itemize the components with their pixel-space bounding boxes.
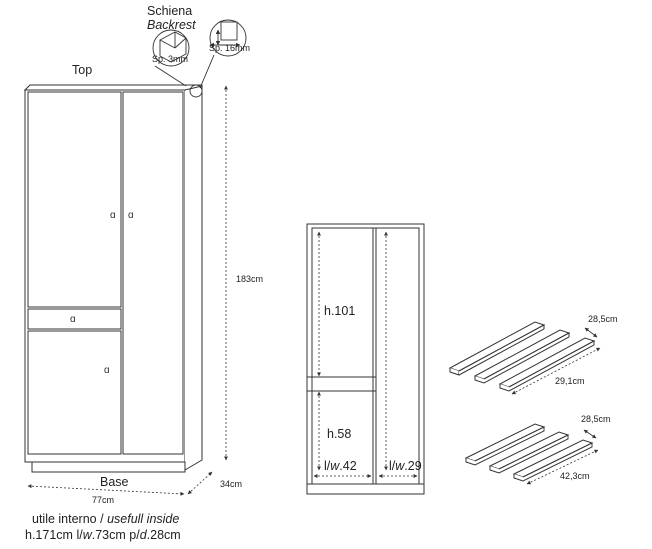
wardrobe-front-view: ɑ ɑ ɑ ɑ: [23, 84, 203, 473]
inner-usable-dimensions: h.171cm l/w.73cm p/d.28cm: [25, 528, 181, 542]
lw42-label: l/w.42: [324, 459, 357, 473]
knob-icon: ɑ: [104, 365, 110, 376]
h101-label: h.101: [324, 304, 356, 318]
dimension-lines: [27, 85, 228, 496]
base-label: Base: [100, 475, 129, 489]
top-label: Top: [72, 63, 93, 77]
inner-dimension-lines: [313, 231, 418, 478]
backrest-detail: [152, 19, 247, 98]
inner-usable-caption: utile interno / usefull inside: [32, 512, 180, 526]
shelf1-width-label: 29,1cm: [555, 376, 585, 386]
wardrobe-open-view: [306, 223, 425, 495]
sp16-label: Sp. 16mm: [209, 43, 251, 53]
shelf2-depth-label: 28,5cm: [581, 414, 611, 424]
depth-total-label: 34cm: [220, 479, 243, 489]
shelf-dimension-lines: [511, 327, 601, 485]
knob-icon: ɑ: [70, 314, 76, 325]
knob-icon: ɑ: [128, 210, 134, 221]
width-total-label: 77cm: [92, 495, 115, 505]
height-total-label: 183cm: [236, 274, 264, 284]
knob-icon: ɑ: [110, 210, 116, 221]
schiena-label: Schiena: [147, 4, 193, 18]
shelf2-width-label: 42,3cm: [560, 471, 590, 481]
backrest-label: Backrest: [147, 18, 196, 32]
shelf1-depth-label: 28,5cm: [588, 314, 618, 324]
lw29-label: l/w.29: [389, 459, 422, 473]
h58-label: h.58: [327, 427, 352, 441]
sp3-label: Sp. 3mm: [152, 54, 189, 64]
